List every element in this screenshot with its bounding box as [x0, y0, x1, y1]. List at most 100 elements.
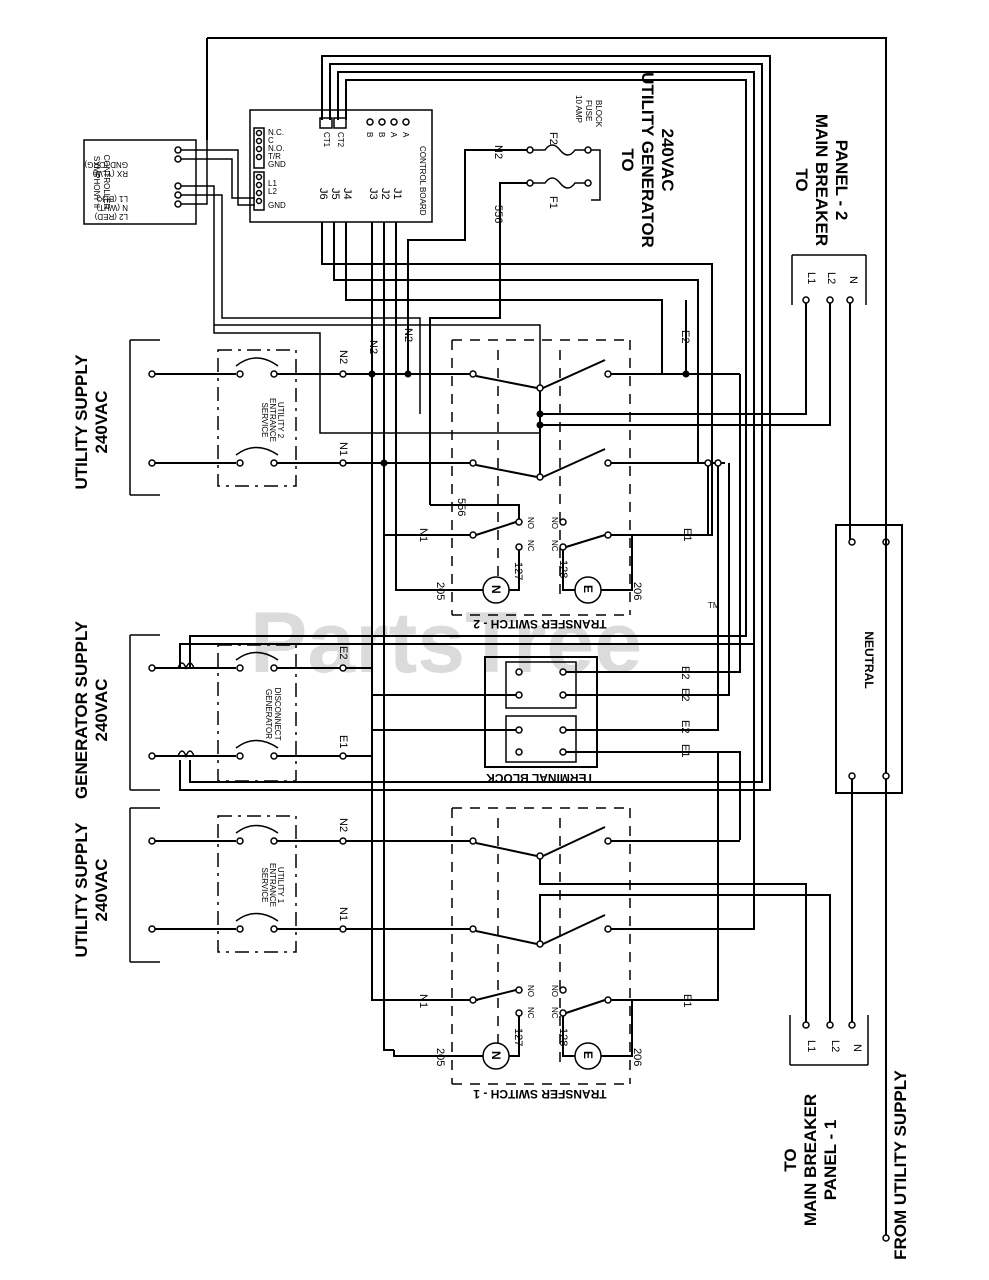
board-l2-label: L2 — [268, 187, 277, 196]
wire-j5 — [333, 222, 699, 464]
generator-supply: GENERATOR SUPPLY 240VAC GENERATOR DISCON… — [72, 620, 349, 799]
wire-ts1-e1-b — [611, 752, 719, 1001]
controller-title-1: SYMPHONY II — [92, 156, 101, 208]
wire-j2-down — [383, 463, 394, 1051]
svg-text:205: 205 — [434, 1048, 446, 1066]
fuse-f2-label: F2 — [547, 132, 559, 145]
board-tr-label: T/R — [268, 152, 281, 161]
svg-text:L1: L1 — [805, 272, 817, 284]
svg-text:UTILITY SUPPLY: UTILITY SUPPLY — [72, 822, 91, 958]
wire-panel2-l1 — [540, 303, 807, 415]
from-utility-supply-label: FROM UTILITY SUPPLY — [891, 1069, 910, 1260]
svg-text:128: 128 — [557, 560, 569, 578]
wire-ts1-e1 — [611, 644, 755, 930]
wire-gen-e2 — [346, 667, 516, 696]
ts1-title: TRANSFER SWITCH - 1 — [473, 1087, 607, 1101]
main-breaker-panel-1: L1 L2 N TO MAIN BREAKER PANEL - 1 — [781, 1015, 869, 1226]
board-a1-label: A — [389, 132, 398, 138]
board-title: CONTROL BOARD — [418, 146, 427, 216]
svg-text:N: N — [847, 276, 859, 284]
wire-controller-gnd — [181, 149, 255, 206]
control-board: N.C. C N.O. T/R GND L1 L2 GND CT1 CT2 B … — [249, 109, 433, 223]
board-b1-label: B — [365, 132, 374, 137]
board-j2-label: J2 — [379, 188, 391, 200]
board-j3-label: J3 — [367, 188, 379, 200]
neutral-label: NEUTRAL — [862, 631, 876, 688]
tb-e2-label-b: E2 — [679, 688, 691, 701]
svg-text:MAIN BREAKER: MAIN BREAKER — [801, 1094, 820, 1226]
controller-n-label: N (WHT) — [96, 203, 128, 212]
svg-text:TO: TO — [781, 1148, 800, 1171]
svg-text:N2: N2 — [337, 350, 349, 364]
symphony-controller: SYMPHONY II CONTROLLER GND (ORG) RX (YLW… — [83, 139, 197, 225]
wire-controller-l1b — [213, 325, 540, 434]
svg-text:SERVICE: SERVICE — [260, 868, 269, 903]
svg-text:TO: TO — [792, 168, 811, 191]
svg-text:MAIN BREAKER: MAIN BREAKER — [812, 114, 831, 246]
tb-e2-label-c: E2 — [679, 720, 691, 733]
ts1-coil-n-label: N — [489, 1051, 503, 1060]
ts1-coil-e-label: E — [581, 1051, 595, 1059]
wire-tb-e1a — [566, 466, 719, 731]
svg-text:E2: E2 — [337, 646, 349, 659]
svg-text:N2: N2 — [337, 818, 349, 832]
feed-wire-outer — [207, 37, 887, 1238]
wire-556-fuse — [429, 182, 530, 505]
controller-rx-label: RX (YLW) — [92, 169, 128, 178]
ts2-title: TRANSFER SWITCH - 2 — [473, 617, 607, 631]
board-j5-label: J5 — [329, 188, 341, 200]
fuse-label-2: FUSE — [584, 100, 593, 121]
utility-generator-label: TO UTILITY GENERATOR 240VAC — [618, 72, 677, 248]
fuse-label-3: BLOCK — [594, 100, 603, 128]
utility-feed-terminal — [882, 1234, 890, 1242]
ct-loop-1 — [179, 55, 771, 791]
wire-j3-down — [371, 374, 478, 1001]
svg-text:556: 556 — [455, 498, 467, 516]
ts2-coil-n-label: N — [489, 585, 503, 594]
svg-text:N: N — [851, 1044, 863, 1052]
svg-text:128: 128 — [557, 1028, 569, 1046]
svg-text:240VAC: 240VAC — [92, 391, 111, 454]
svg-text:206: 206 — [631, 582, 643, 600]
svg-text:NC: NC — [550, 1007, 559, 1019]
wire-controller-rx — [181, 158, 255, 199]
ct-loop-4 — [189, 79, 747, 668]
wire-n2-fuse — [407, 149, 530, 374]
svg-text:NC: NC — [550, 540, 559, 552]
wire-tb-e2b — [566, 463, 730, 696]
ct-loop-2 — [189, 63, 763, 783]
board-ct2-label: CT2 — [336, 132, 345, 148]
board-gnd-label: GND — [268, 160, 286, 169]
board-c-label: C — [268, 136, 274, 145]
svg-text:SERVICE: SERVICE — [260, 403, 269, 438]
board-no-label: N.O. — [268, 144, 284, 153]
svg-text:NO: NO — [550, 985, 559, 997]
utility-supply-1: UTILITY SUPPLY 240VAC SERVICE ENTRANCE U… — [72, 807, 349, 963]
u2-n2-label-c: N2 — [402, 328, 414, 342]
board-nc-label: N.C. — [268, 128, 284, 137]
wire-controller-n — [181, 194, 421, 414]
svg-text:NO: NO — [526, 517, 535, 529]
neutral-bar: NEUTRAL — [835, 524, 903, 794]
controller-l2-label: L2 (RED) — [94, 212, 128, 221]
transfer-switch-1: NO NC NO NC N E 127 128 205 206 N1 E1 TR… — [393, 807, 831, 1101]
wire-j6 — [321, 222, 713, 536]
wire-ts2-e1-b — [611, 466, 709, 536]
board-a2-label: A — [401, 132, 410, 138]
svg-text:ENTRANCE: ENTRANCE — [268, 398, 277, 442]
main-breaker-panel-2: TO MAIN BREAKER PANEL - 2 L1 L2 N — [791, 114, 867, 305]
board-ct1-label: CT1 — [322, 132, 331, 148]
ct-loop-3 — [179, 71, 755, 668]
svg-text:240VAC: 240VAC — [92, 679, 111, 742]
svg-text:240VAC: 240VAC — [92, 859, 111, 922]
board-j6-label: J6 — [317, 188, 329, 200]
svg-text:206: 206 — [631, 1048, 643, 1066]
fuse-block: F2 F1 10 AMP FUSE BLOCK — [526, 95, 603, 209]
wire-panel2-l2 — [540, 303, 831, 426]
transfer-switch-2: NO NC NO NC N E 127 128 205 206 N1 556 E… — [417, 330, 693, 631]
svg-text:ENTRANCE: ENTRANCE — [268, 863, 277, 907]
wire-tb-e1b — [566, 751, 741, 840]
board-b2-label: B — [377, 132, 386, 137]
fuse-556-label: 556 — [492, 205, 504, 223]
